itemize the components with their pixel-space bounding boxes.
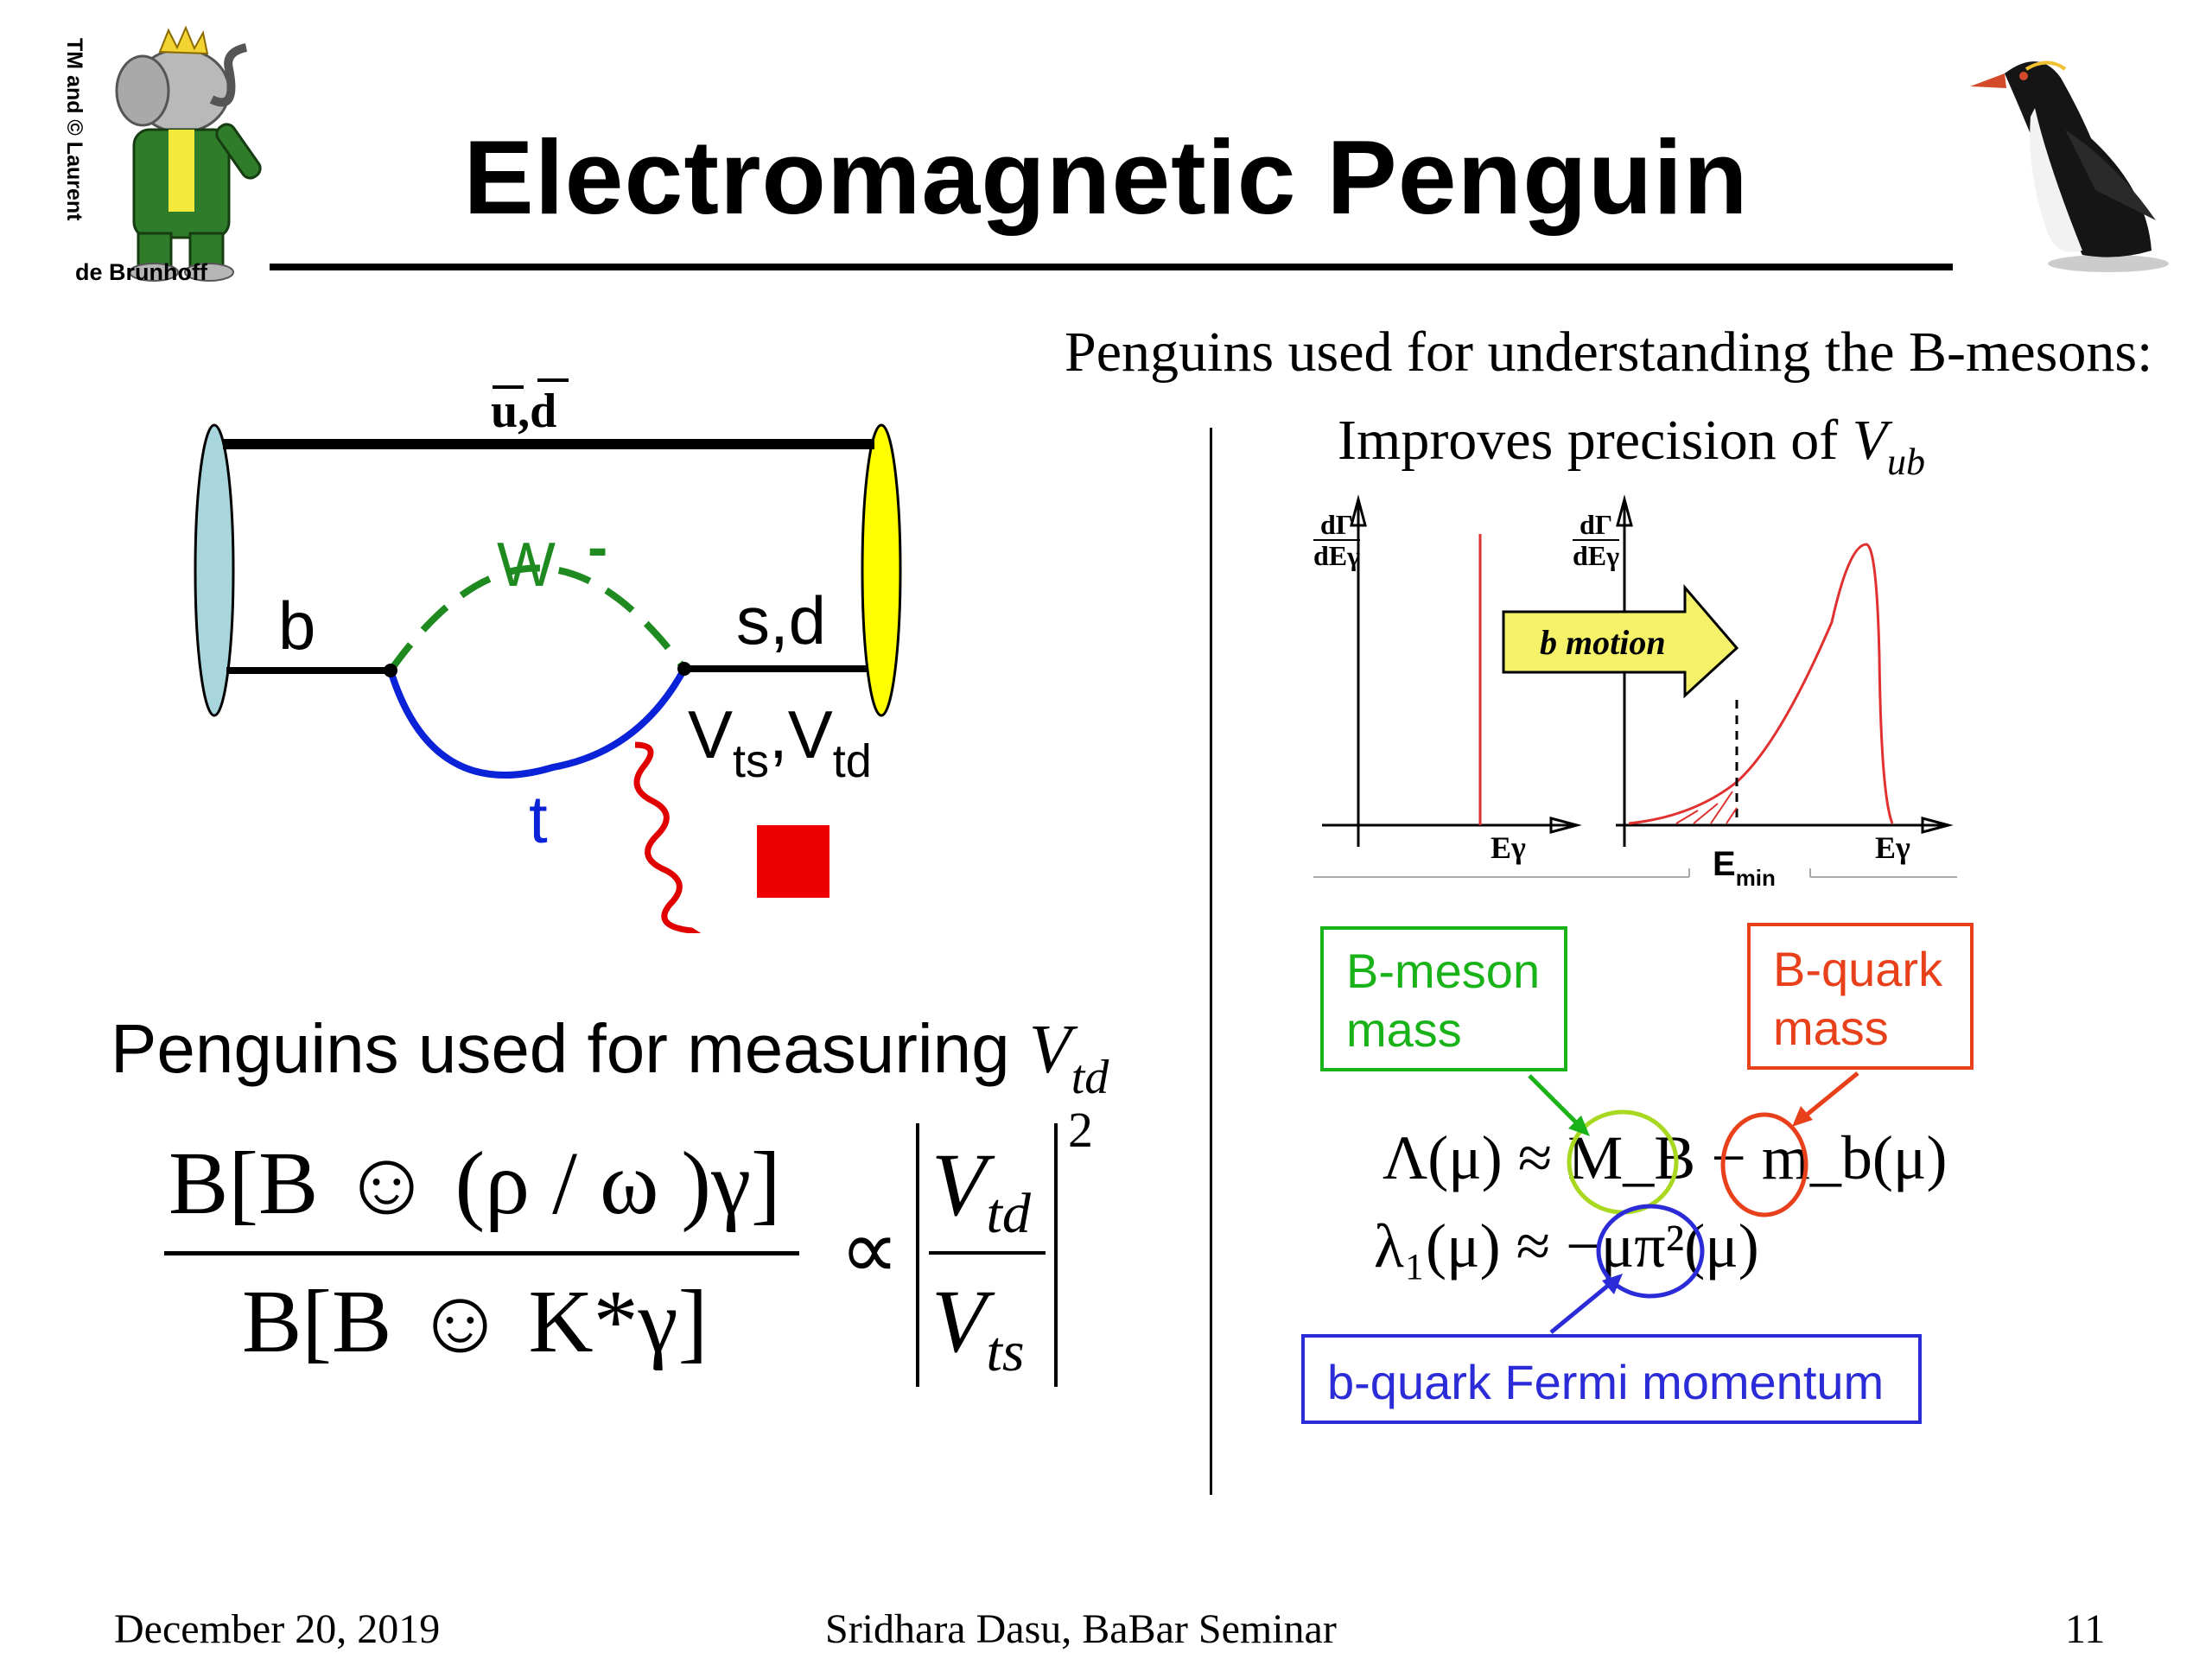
v-bottom-sub: ts [986,1320,1025,1383]
ckm-sub1: ts [733,735,770,787]
elephant-icon [115,25,262,282]
formula-proportional: ∝ [840,1204,899,1296]
ckm-sep: , [769,696,788,772]
right-sub-text: Improves precision of [1338,409,1853,472]
right-plot-ylabel: dΓ dEγ [1573,509,1620,571]
right-plot-y-arrow [1616,494,1633,527]
left-heading-text: Penguins used for measuring [111,1010,1029,1087]
vertical-divider [1210,428,1212,1495]
arrow-red-head [1792,1106,1813,1127]
bmeson-line2: mass [1346,1002,1462,1057]
slide-title: Electromagnetic Penguin [463,118,1749,236]
left-ylabel-bottom: dEγ [1313,539,1361,571]
label-t: t [529,781,548,857]
right-sub-v: V [1852,409,1888,472]
penguin-icon [1970,60,2169,272]
v-top-sub: td [986,1182,1031,1245]
formula-numerator: B[B ☺ (ρ / ω )γ] [168,1134,781,1233]
photon-spectrum-plots [1313,494,1957,878]
equation-line2: λ₁(μ) ≈ −μπ²(μ) [1374,1211,1759,1281]
final-meson-ellipse [861,423,902,717]
left-ylabel-top: dΓ [1319,509,1354,540]
footer-author: Sridhara Dasu, BaBar Seminar [825,1606,1337,1652]
footer-page-number: 11 [2065,1606,2106,1652]
arrow-red [1800,1071,1859,1121]
vertex-left [384,664,397,677]
emin-hatched-region [1675,791,1738,824]
right-sub-sub: ub [1887,441,1926,483]
bmeson-mass-box: B-meson mass [1320,926,1567,1071]
left-heading: Penguins used for measuring Vtd [111,1009,1109,1104]
b-meson-ellipse [194,423,235,717]
right-ylabel-bottom: dEγ [1573,539,1620,571]
label-ckm: Vts,Vtd [688,700,872,787]
label-sd: s,d [736,582,827,658]
emin-sub: min [1735,865,1776,891]
b-motion-arrow [1502,583,1739,699]
arrow-blue-head [1602,1274,1623,1294]
label-w: W [497,531,556,600]
label-b: b [278,588,316,664]
left-plot-xlabel: Eγ [1491,830,1526,865]
equation-line1: Λ(μ) ≈ M_B − m_b(μ) [1382,1123,1948,1192]
arrow-green [1528,1074,1583,1129]
v-bottom: V [931,1272,987,1371]
formula-denominator: B[B ☺ K*γ] [242,1272,709,1371]
circle-red [1720,1112,1808,1217]
label-ud: u,d [491,385,557,438]
formula-v-top: Vtd [931,1134,1031,1249]
babar-logo [52,17,276,294]
right-ylabel-top: dΓ [1579,509,1613,540]
abs-bar-left [916,1123,919,1387]
formula-fraction-bar [164,1251,799,1255]
right-plot-x-arrow [1921,817,1954,834]
bquark-line2: mass [1773,1001,1889,1055]
ckm-v2: V [787,696,833,772]
ratio-bar [929,1251,1046,1255]
right-subheading: Improves precision of Vub [1338,406,1926,483]
logo-caption-bottom: de Brunhoff [75,259,207,285]
formula-exponent: 2 [1068,1102,1093,1158]
ckm-sub2: td [832,735,872,787]
right-plot-xlabel: Eγ [1875,830,1910,865]
title-underline [270,264,1953,270]
vertex-right [677,662,691,676]
left-heading-v: V [1028,1012,1071,1088]
label-w-sign: - [588,513,608,581]
photon-line [633,741,702,933]
b-motion-label: b motion [1540,623,1666,662]
arrow-green-head [1568,1116,1590,1136]
bmeson-line1: B-meson [1346,944,1541,998]
fermi-text: b-quark Fermi momentum [1327,1355,1885,1409]
left-heading-sub: td [1071,1051,1109,1104]
annotation-overlay [1528,1071,1859,1334]
emin-label: Emin [1713,845,1776,891]
top-quark-line [387,667,688,779]
left-plot-y-arrow [1350,494,1367,527]
photon-square [757,825,830,898]
emin-main: E [1713,845,1736,883]
left-plot-ylabel: dΓ dEγ [1313,509,1361,571]
fermi-momentum-box: b-quark Fermi momentum [1301,1334,1922,1424]
right-heading: Penguins used for understanding the B-me… [1065,321,2153,384]
formula-v-bottom: Vts [931,1270,1025,1385]
w-boson-line [387,564,688,673]
right-plot-spectrum-curve [1628,543,1894,825]
footer-date: December 20, 2019 [114,1606,441,1652]
v-top: V [931,1135,987,1235]
penguin-image [1944,35,2177,276]
ckm-v1: V [688,696,734,772]
bquark-line1: B-quark [1773,942,1943,996]
circle-blue [1596,1204,1705,1299]
feynman-diagram [194,378,902,933]
bquark-mass-box: B-quark mass [1747,923,1974,1070]
abs-bar-right [1054,1123,1058,1387]
left-plot-x-arrow [1549,817,1582,834]
arrow-blue [1549,1279,1616,1334]
